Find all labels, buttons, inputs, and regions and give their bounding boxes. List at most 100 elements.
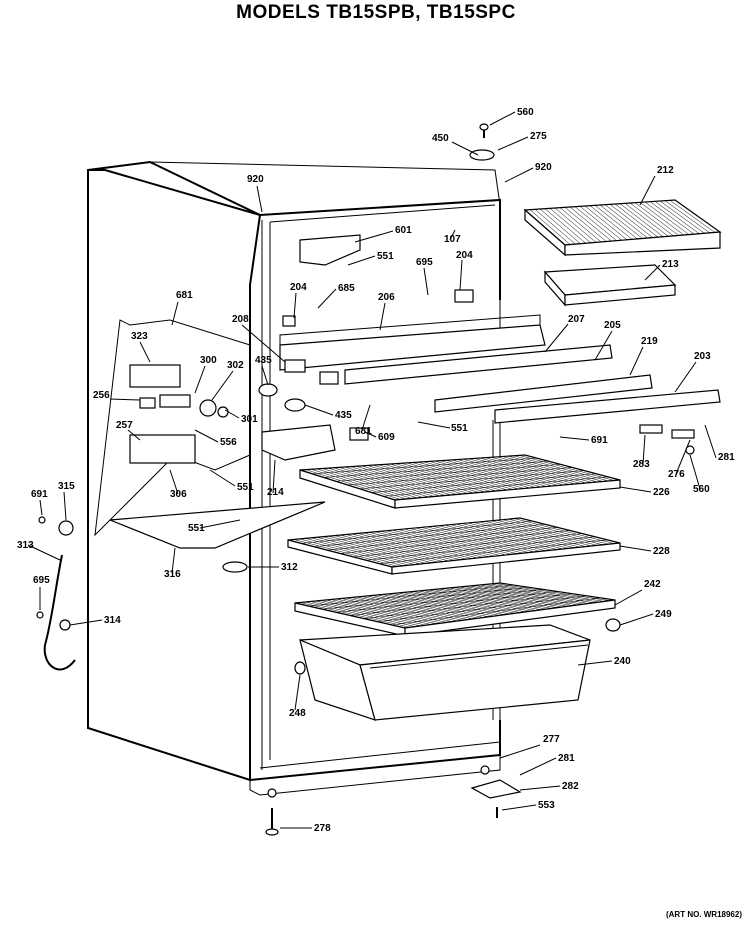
- leader-line: [704, 424, 717, 459]
- leader-line: [642, 434, 646, 465]
- shelf-wire: [644, 201, 690, 235]
- control-components: [94, 319, 369, 537]
- part-label-228: 228: [653, 546, 670, 557]
- shelf-wire: [554, 207, 597, 243]
- leader-line: [674, 361, 697, 393]
- leader-line: [294, 674, 301, 711]
- part-label-301: 301: [241, 414, 258, 425]
- shelf-wire: [539, 208, 581, 244]
- shelf-wire: [654, 201, 700, 234]
- part-label-257: 257: [116, 420, 133, 431]
- shelf-wire: [594, 205, 638, 240]
- leader-line: [241, 324, 286, 363]
- leader-line: [354, 230, 394, 243]
- part-label-560: 560: [693, 484, 710, 495]
- part-label-920: 920: [535, 162, 552, 173]
- leader-line: [689, 454, 701, 490]
- part-label-685: 685: [338, 283, 355, 294]
- part-label-551: 551: [237, 482, 254, 493]
- leader-line: [261, 365, 269, 386]
- leader-line: [519, 785, 561, 791]
- leader-line: [256, 185, 263, 213]
- part-label-213: 213: [662, 259, 679, 270]
- shelf-wire: [349, 591, 558, 616]
- leader-line: [364, 431, 377, 438]
- leader-line: [199, 519, 241, 529]
- part-label-283: 283: [633, 459, 650, 470]
- part-label-214: 214: [267, 487, 284, 498]
- fresh-food-shelf-middle: [287, 517, 621, 575]
- leader-line: [619, 486, 652, 493]
- leader-line: [675, 439, 691, 475]
- leader-line: [194, 365, 206, 394]
- leader-line: [109, 398, 141, 401]
- leader-line: [317, 288, 337, 309]
- leader-line: [39, 499, 43, 516]
- leader-line: [451, 141, 479, 156]
- part-label-208: 208: [232, 314, 249, 325]
- leader-line: [577, 660, 613, 666]
- part-label-314: 314: [104, 615, 121, 626]
- shelf-wire: [649, 201, 695, 235]
- part-label-219: 219: [641, 336, 658, 347]
- part-label-681: 681: [355, 426, 372, 437]
- part-label-435: 435: [335, 410, 352, 421]
- part-label-313: 313: [17, 540, 34, 551]
- shelf-wire: [347, 467, 573, 486]
- shelf-wire: [336, 589, 544, 613]
- leader-line: [171, 301, 179, 326]
- leader-line: [169, 469, 179, 495]
- part-label-212: 212: [657, 165, 674, 176]
- leader-line: [614, 589, 643, 606]
- part-label-695: 695: [416, 257, 433, 268]
- shelf-wire: [564, 207, 607, 242]
- part-label-691: 691: [31, 489, 48, 500]
- part-label-277: 277: [543, 734, 560, 745]
- shelf-wire: [559, 207, 602, 243]
- part-label-281: 281: [558, 753, 575, 764]
- shelf-wire: [639, 202, 684, 236]
- part-label-560: 560: [517, 107, 534, 118]
- part-label-107: 107: [444, 234, 461, 245]
- shelf-wire: [599, 204, 643, 239]
- part-label-256: 256: [93, 390, 110, 401]
- leader-line: [417, 421, 451, 429]
- part-label-249: 249: [655, 609, 672, 620]
- leader-line: [63, 491, 67, 521]
- water-tubing: [36, 516, 76, 671]
- shelf-wire: [365, 536, 596, 561]
- part-label-240: 240: [614, 656, 631, 667]
- leader-line: [559, 436, 590, 441]
- part-label-323: 323: [131, 331, 148, 342]
- part-label-920: 920: [247, 174, 264, 185]
- leader-line: [423, 267, 429, 296]
- leader-line: [644, 264, 661, 281]
- shelf-wire: [659, 200, 705, 234]
- shelf-wire: [300, 520, 533, 544]
- leader-line: [619, 613, 654, 626]
- part-label-551: 551: [377, 251, 394, 262]
- shelf-wire: [534, 209, 576, 245]
- shelf-wire: [549, 208, 591, 244]
- shelf-wire: [359, 470, 585, 489]
- leader-line: [304, 404, 334, 416]
- part-label-281: 281: [718, 452, 735, 463]
- shelf-wire: [609, 204, 653, 238]
- shelf-wire: [377, 595, 587, 622]
- leader-line: [347, 255, 376, 266]
- leader-line: [224, 409, 240, 419]
- leader-line: [272, 459, 276, 494]
- leader-lines: [27, 111, 717, 829]
- part-label-306: 306: [170, 489, 187, 500]
- part-label-275: 275: [530, 131, 547, 142]
- leader-line: [499, 744, 541, 759]
- part-label-601: 601: [395, 225, 412, 236]
- leader-line: [459, 259, 463, 291]
- shelf-wire: [629, 202, 674, 237]
- leader-line: [69, 619, 103, 626]
- shelf-wire: [339, 530, 571, 554]
- shelf-wire: [322, 587, 529, 610]
- shelf-wire: [363, 593, 572, 619]
- leader-line: [594, 330, 613, 361]
